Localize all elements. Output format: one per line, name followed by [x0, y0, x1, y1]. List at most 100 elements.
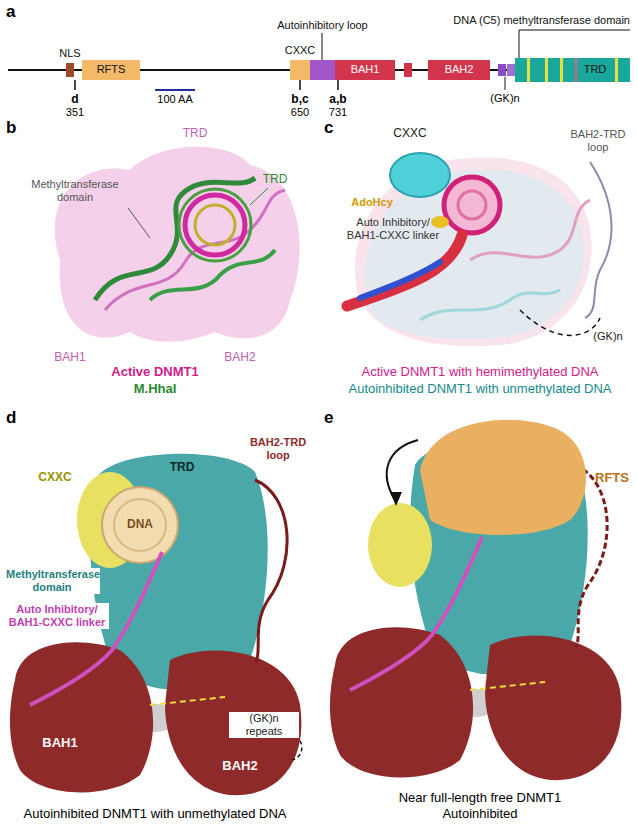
structure-overlay-b — [55, 147, 300, 342]
illustration-shape — [470, 682, 545, 690]
domain-label: NLS — [59, 47, 80, 60]
illustration-shape — [74, 80, 76, 90]
autoinhibitory-loop: Autoinhibitory loop — [310, 60, 335, 80]
illustration-shape — [128, 208, 150, 238]
domain-label: BAH1 — [351, 63, 380, 76]
domain-label: BAH2-TRD loop — [563, 128, 633, 154]
illustration-shape — [299, 80, 301, 90]
illustration-shape — [95, 178, 255, 300]
panel-caption: Active DNMT1 — [111, 364, 198, 380]
panel-caption: Active DNMT1 with hemimethylated DNA — [362, 364, 599, 380]
illustration-shape — [10, 642, 153, 792]
construct-marker: a,b — [329, 92, 346, 106]
illustration-shape — [420, 290, 560, 320]
illustration-shape — [404, 63, 412, 77]
illustration-shape — [102, 487, 178, 563]
panel-letter: c — [324, 118, 333, 138]
construct-marker: b,c — [291, 92, 308, 106]
residue-number: 351 — [66, 106, 84, 119]
illustration-shape — [390, 153, 450, 197]
illustration-shape — [330, 627, 473, 777]
domain-label: TRD — [584, 63, 607, 76]
illustration-shape — [498, 64, 506, 76]
construct-marker: d — [71, 92, 78, 106]
illustration-shape — [390, 492, 402, 506]
illustration-shape — [520, 310, 600, 335]
illustration-shape — [368, 503, 432, 587]
repeat-label: (GK)n repeats — [229, 712, 299, 738]
panel-caption: Near full-length free DNMT1 Autoinhibite… — [365, 790, 595, 821]
illustration-shape — [444, 177, 500, 233]
panel-caption: Autoinhibited DNMT1 with unmethylated DN… — [23, 806, 286, 822]
illustration-shape — [292, 735, 302, 760]
illustration-shape — [195, 205, 235, 245]
domain-label: Methyltransferase domain — [25, 178, 125, 204]
illustration-shape — [347, 235, 462, 306]
structure-overlay-c — [347, 153, 611, 346]
residue-number: 650 — [291, 106, 309, 119]
cxxc-domain: CXXC — [290, 60, 310, 80]
panel-letter: d — [6, 408, 16, 428]
panel-letter: e — [324, 408, 333, 428]
domain-label: Methyltransferase domain — [4, 568, 100, 594]
panel-letter: b — [6, 118, 16, 138]
illustration-shape — [322, 33, 323, 60]
residue-number: 731 — [329, 106, 347, 119]
domain-label: DNA (C5) methyltransferase domain — [453, 14, 630, 27]
domain-label: CXXC — [38, 470, 71, 484]
domain-label: BAH1 — [42, 735, 77, 751]
domain-label: BAH1 — [54, 350, 85, 364]
illustration-shape — [165, 650, 301, 795]
domain-label: BAH2 — [224, 350, 255, 364]
domain-label: TRD — [170, 460, 195, 474]
bah2-domain: BAH2 — [428, 60, 490, 80]
repeat-label: (GK)n — [490, 92, 519, 105]
domain-label: Auto Inhibitory/ BAH1-CXXC linker — [345, 216, 441, 242]
domain-label: BAH2 — [445, 63, 474, 76]
illustration-shape — [105, 190, 285, 310]
domain-label: RFTS — [97, 63, 126, 76]
illustration-shape — [420, 420, 586, 535]
illustration-shape — [387, 440, 418, 500]
illustration-shape — [355, 158, 592, 347]
illustration-shape — [507, 64, 515, 76]
illustration-shape — [150, 697, 225, 705]
panel-caption: Autoinhibited DNMT1 with unmethylated DN… — [348, 381, 611, 397]
surface-model-e — [330, 420, 621, 780]
domain-label: CXXC — [393, 126, 426, 140]
illustration-shape — [250, 188, 268, 205]
illustration-shape — [185, 195, 245, 255]
dna-label: DNA — [127, 517, 153, 531]
domain-bar — [8, 30, 630, 90]
illustration-shape — [485, 635, 621, 780]
ligand-label: AdoHcy — [351, 196, 393, 209]
rfts-domain: RFTS — [82, 60, 140, 80]
domain-label: Autoinhibitory loop — [277, 19, 369, 32]
scale-bar-label: 100 AA — [157, 93, 192, 106]
domain-label: BAH2-TRD loop — [247, 436, 309, 462]
illustration-shape — [150, 250, 275, 300]
illustration-shape — [585, 162, 611, 318]
bah1-domain: BAH1 — [335, 60, 395, 80]
illustration-shape — [179, 189, 251, 261]
trd-region: TRD — [560, 58, 630, 82]
nls-domain: NLS — [66, 63, 74, 77]
panel-caption: M.HhaI — [134, 381, 177, 397]
illustration-shape — [519, 30, 630, 58]
illustration-shape — [505, 77, 506, 90]
illustration-shape — [114, 499, 166, 551]
domain-label: Auto Inhibitory/ BAH1-CXXC linker — [5, 603, 109, 629]
domain-label: TRD — [183, 126, 208, 140]
illustration-shape — [431, 216, 449, 228]
panel-letter: a — [6, 2, 15, 22]
repeat-label: (GK)n — [593, 330, 622, 343]
domain-label: BAH2 — [222, 758, 257, 774]
domain-label: TRD — [263, 172, 288, 186]
illustration-shape — [360, 262, 440, 298]
illustration-shape — [458, 191, 486, 219]
illustration-shape — [337, 80, 339, 90]
illustration-shape — [155, 89, 195, 91]
